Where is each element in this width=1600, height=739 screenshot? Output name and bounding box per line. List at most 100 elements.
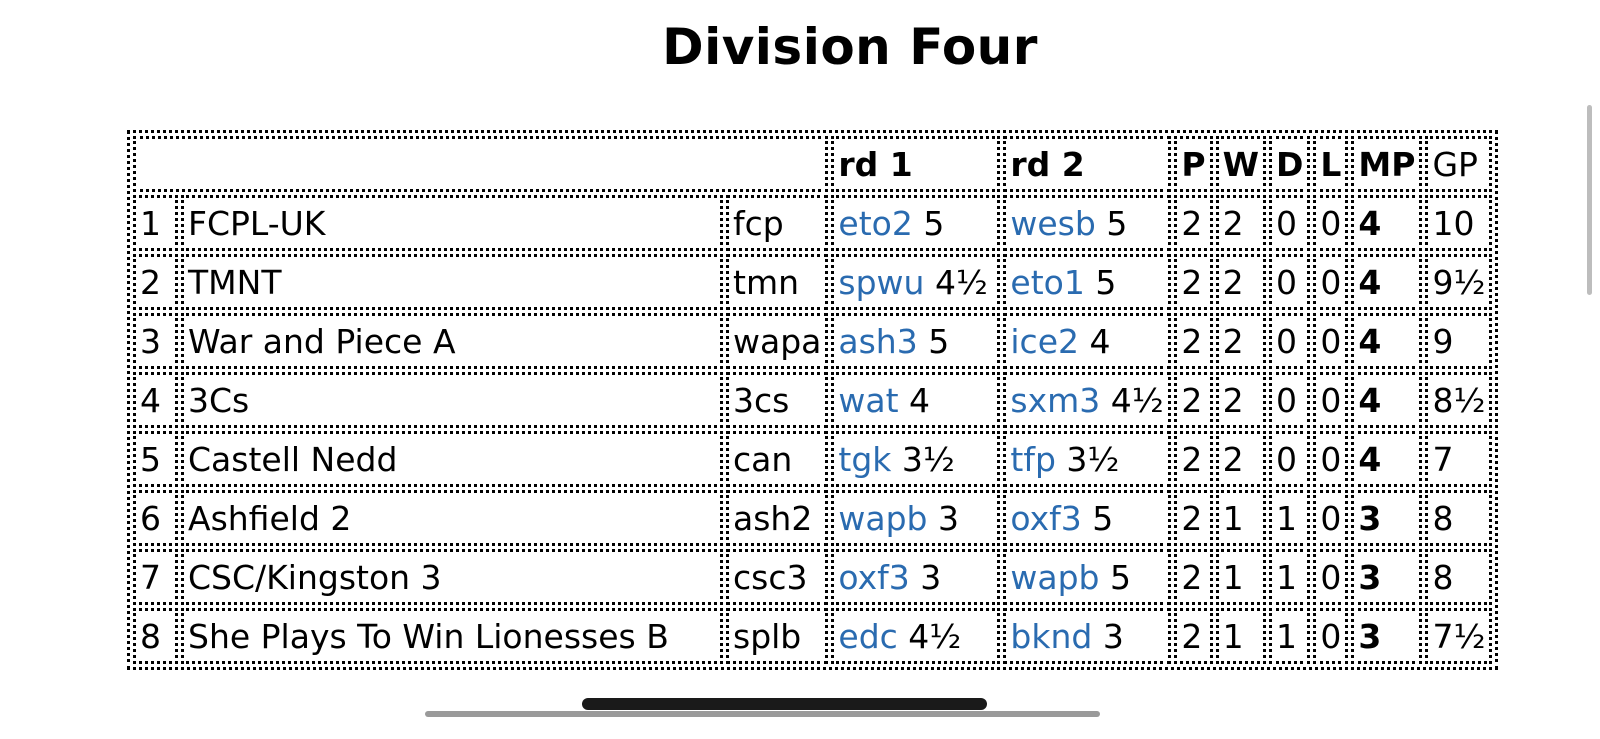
won-cell: 2 bbox=[1215, 195, 1266, 251]
opponent-link[interactable]: tgk bbox=[838, 439, 892, 479]
opponent-link[interactable]: ash3 bbox=[838, 321, 918, 361]
header-gp: GP bbox=[1425, 136, 1493, 192]
won-cell: 1 bbox=[1215, 608, 1266, 664]
score-value: 5 bbox=[1092, 498, 1114, 538]
score-value: 4½ bbox=[1110, 380, 1164, 420]
lost-cell: 0 bbox=[1313, 608, 1349, 664]
header-w: W bbox=[1215, 136, 1266, 192]
drawn-cell: 1 bbox=[1268, 490, 1311, 546]
opponent-link[interactable]: wat bbox=[838, 380, 899, 420]
header-blank bbox=[133, 136, 829, 192]
opponent-link[interactable]: wapb bbox=[1010, 557, 1100, 597]
home-indicator[interactable] bbox=[582, 698, 987, 710]
score-value: 3 bbox=[938, 498, 959, 538]
round2-cell: sxm3 4½ bbox=[1003, 372, 1172, 428]
round1-cell: wapb 3 bbox=[831, 490, 1001, 546]
round2-cell: tfp 3½ bbox=[1003, 431, 1172, 487]
lost-cell: 0 bbox=[1313, 254, 1349, 310]
round2-cell: oxf3 5 bbox=[1003, 490, 1172, 546]
opponent-link[interactable]: oxf3 bbox=[838, 557, 910, 597]
opponent-link[interactable]: eto1 bbox=[1010, 262, 1085, 302]
round2-cell: wapb 5 bbox=[1003, 549, 1172, 605]
team-name-cell: 3Cs bbox=[181, 372, 723, 428]
opponent-link[interactable]: spwu bbox=[838, 262, 925, 302]
round2-cell: eto1 5 bbox=[1003, 254, 1172, 310]
team-code-cell: splb bbox=[726, 608, 829, 664]
vertical-scrollbar[interactable] bbox=[1587, 105, 1592, 295]
team-name-cell: War and Piece A bbox=[181, 313, 723, 369]
team-name-cell: Castell Nedd bbox=[181, 431, 723, 487]
team-code-cell: fcp bbox=[726, 195, 829, 251]
played-cell: 2 bbox=[1174, 608, 1213, 664]
lost-cell: 0 bbox=[1313, 313, 1349, 369]
game-points-cell: 9½ bbox=[1425, 254, 1493, 310]
won-cell: 2 bbox=[1215, 431, 1266, 487]
header-rd1: rd 1 bbox=[831, 136, 1001, 192]
position-cell: 8 bbox=[133, 608, 178, 664]
match-points-cell: 4 bbox=[1351, 313, 1423, 369]
lost-cell: 0 bbox=[1313, 195, 1349, 251]
round2-cell: bknd 3 bbox=[1003, 608, 1172, 664]
lost-cell: 0 bbox=[1313, 549, 1349, 605]
team-code-cell: wapa bbox=[726, 313, 829, 369]
opponent-link[interactable]: edc bbox=[838, 616, 898, 656]
played-cell: 2 bbox=[1174, 490, 1213, 546]
match-points-cell: 3 bbox=[1351, 549, 1423, 605]
game-points-cell: 7 bbox=[1425, 431, 1493, 487]
opponent-link[interactable]: eto2 bbox=[838, 203, 913, 243]
score-value: 3½ bbox=[1066, 439, 1120, 479]
played-cell: 2 bbox=[1174, 549, 1213, 605]
game-points-cell: 8 bbox=[1425, 490, 1493, 546]
header-rd2: rd 2 bbox=[1003, 136, 1172, 192]
header-row: rd 1 rd 2 P W D L MP GP bbox=[133, 136, 1493, 192]
match-points-cell: 4 bbox=[1351, 372, 1423, 428]
score-value: 5 bbox=[1110, 557, 1131, 597]
team-code-cell: tmn bbox=[726, 254, 829, 310]
team-name-cell: Ashfield 2 bbox=[181, 490, 723, 546]
opponent-link[interactable]: tfp bbox=[1010, 439, 1056, 479]
position-cell: 4 bbox=[133, 372, 178, 428]
team-name-cell: TMNT bbox=[181, 254, 723, 310]
game-points-cell: 9 bbox=[1425, 313, 1493, 369]
score-value: 4½ bbox=[934, 262, 988, 302]
lost-cell: 0 bbox=[1313, 490, 1349, 546]
opponent-link[interactable]: ice2 bbox=[1010, 321, 1080, 361]
score-value: 3 bbox=[1102, 616, 1124, 656]
game-points-cell: 8 bbox=[1425, 549, 1493, 605]
team-code-cell: csc3 bbox=[726, 549, 829, 605]
score-value: 3½ bbox=[901, 439, 955, 479]
round1-cell: tgk 3½ bbox=[831, 431, 1001, 487]
score-value: 5 bbox=[923, 203, 945, 243]
round1-cell: wat 4 bbox=[831, 372, 1001, 428]
opponent-link[interactable]: wesb bbox=[1010, 203, 1096, 243]
match-points-cell: 3 bbox=[1351, 608, 1423, 664]
position-cell: 6 bbox=[133, 490, 178, 546]
header-mp: MP bbox=[1351, 136, 1423, 192]
score-value: 5 bbox=[1106, 203, 1128, 243]
opponent-link[interactable]: oxf3 bbox=[1010, 498, 1082, 538]
opponent-link[interactable]: bknd bbox=[1010, 616, 1093, 656]
drawn-cell: 0 bbox=[1268, 254, 1311, 310]
score-value: 4 bbox=[909, 380, 931, 420]
round1-cell: edc 4½ bbox=[831, 608, 1001, 664]
team-code-cell: can bbox=[726, 431, 829, 487]
score-value: 4½ bbox=[908, 616, 962, 656]
opponent-link[interactable]: wapb bbox=[838, 498, 928, 538]
opponent-link[interactable]: sxm3 bbox=[1010, 380, 1101, 420]
match-points-cell: 4 bbox=[1351, 254, 1423, 310]
game-points-cell: 8½ bbox=[1425, 372, 1493, 428]
won-cell: 2 bbox=[1215, 313, 1266, 369]
lost-cell: 0 bbox=[1313, 431, 1349, 487]
horizontal-scrollbar[interactable] bbox=[425, 711, 1100, 717]
match-points-cell: 4 bbox=[1351, 431, 1423, 487]
position-cell: 2 bbox=[133, 254, 178, 310]
team-name-cell: She Plays To Win Lionesses B bbox=[181, 608, 723, 664]
played-cell: 2 bbox=[1174, 431, 1213, 487]
